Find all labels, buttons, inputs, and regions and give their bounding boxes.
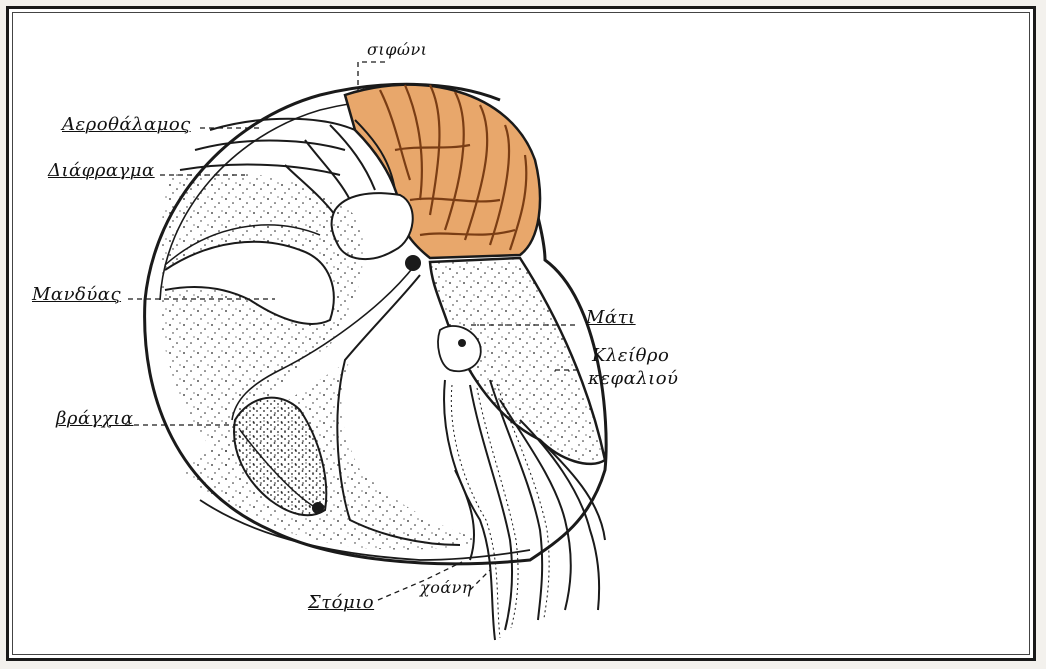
label-kleithro-line1: Κλείθρο: [592, 345, 669, 366]
funnel: [455, 470, 474, 560]
label-vrachia: βράγχια: [56, 408, 134, 429]
label-diafragma: Διάφραγμα: [48, 160, 155, 181]
label-mati: Μάτι: [586, 307, 636, 328]
label-kleithro-line2: κεφαλιού: [588, 368, 678, 389]
label-choani: χοάνη: [420, 578, 472, 597]
label-stomio: Στόμιο: [308, 592, 374, 613]
label-aerothalamos: Αεροθάλαμος: [62, 114, 191, 135]
label-siphoni: σιφώνι: [367, 40, 427, 59]
label-mandyas: Μανδύας: [32, 284, 121, 305]
